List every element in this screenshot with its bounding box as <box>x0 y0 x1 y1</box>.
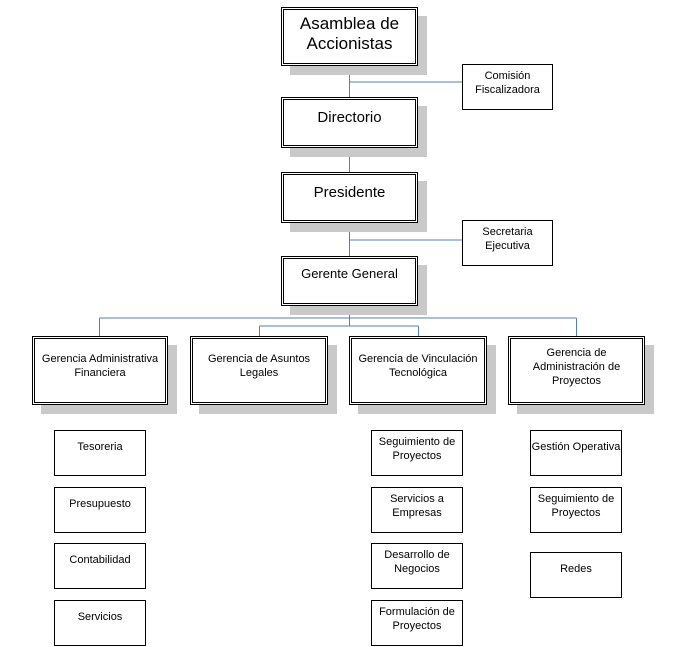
comision-label: Comisión Fiscalizadora <box>475 70 540 97</box>
unit-gestion-operativa: Gestión Operativa <box>530 430 622 476</box>
unit-label: Contabilidad <box>69 554 131 566</box>
unit-label: Tesoreria <box>77 441 123 453</box>
unit-label: Servicios <box>77 611 123 623</box>
directorio-label: Directorio <box>317 109 382 126</box>
node-gerencia-vinculacion-tecnologica: Gerencia de Vinculación Tecnológica <box>349 336 487 405</box>
unit-redes: Redes <box>530 552 622 598</box>
node-gerencia-asuntos-legales: Gerencia de Asuntos Legales <box>190 336 328 405</box>
unit-label: Formulación de Proyectos <box>379 606 455 633</box>
unit-contabilidad: Contabilidad <box>54 543 146 589</box>
unit-tesoreria: Tesoreria <box>54 430 146 476</box>
gerencia-label: Gerencia de Administración de Proyectos <box>532 347 621 387</box>
gerente-general-label: Gerente General <box>301 266 398 281</box>
unit-label: Servicios a Empresas <box>390 493 444 520</box>
unit-label: Seguimiento de Proyectos <box>378 436 456 463</box>
asamblea-label: Asamblea de Accionistas <box>299 14 400 53</box>
unit-seguimiento-de-proyectos-2: Seguimiento de Proyectos <box>530 487 622 533</box>
node-gerencia-administrativa-financiera: Gerencia Administrativa Financiera <box>32 336 168 405</box>
gerencia-label: Gerencia de Vinculación Tecnológica <box>358 353 478 379</box>
node-directorio: Directorio <box>281 97 418 148</box>
unit-label: Presupuesto <box>69 498 131 510</box>
unit-label: Gestión Operativa <box>531 441 621 453</box>
unit-presupuesto: Presupuesto <box>54 487 146 533</box>
node-asamblea-de-accionistas: Asamblea de Accionistas <box>281 7 418 66</box>
node-secretaria-ejecutiva: Secretaria Ejecutiva <box>462 220 553 266</box>
unit-servicios: Servicios <box>54 600 146 646</box>
gerencia-label: Gerencia Administrativa Financiera <box>41 353 159 379</box>
node-comision-fiscalizadora: Comisión Fiscalizadora <box>462 64 553 110</box>
unit-seguimiento-de-proyectos: Seguimiento de Proyectos <box>371 430 463 476</box>
node-presidente: Presidente <box>281 172 418 223</box>
unit-desarrollo-de-negocios: Desarrollo de Negocios <box>371 543 463 589</box>
unit-servicios-a-empresas: Servicios a Empresas <box>371 487 463 533</box>
unit-label: Desarrollo de Negocios <box>384 549 450 576</box>
unit-label: Redes <box>560 563 592 575</box>
unit-formulacion-de-proyectos: Formulación de Proyectos <box>371 600 463 646</box>
secretaria-label: Secretaria Ejecutiva <box>482 226 533 253</box>
node-gerente-general: Gerente General <box>281 256 418 306</box>
presidente-label: Presidente <box>313 184 386 201</box>
node-gerencia-administracion-proyectos: Gerencia de Administración de Proyectos <box>508 336 645 405</box>
unit-label: Seguimiento de Proyectos <box>537 493 615 520</box>
gerencia-label: Gerencia de Asuntos Legales <box>207 353 311 379</box>
